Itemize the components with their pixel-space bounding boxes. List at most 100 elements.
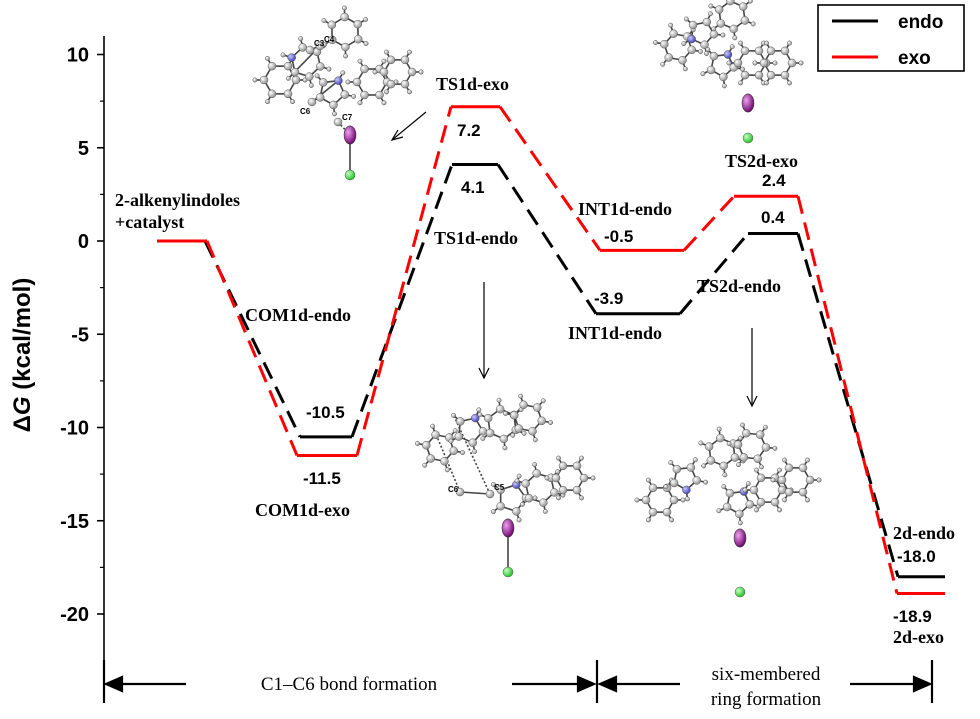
carbon-atom <box>265 55 270 61</box>
carbon-atom <box>267 89 277 99</box>
carbon-atom <box>381 100 387 106</box>
atom-balls <box>634 422 822 598</box>
carbon-atom <box>668 460 674 465</box>
carbon-atom <box>759 58 769 68</box>
carbon-atom <box>455 487 465 497</box>
carbon-atom <box>725 488 735 498</box>
energy-profiles <box>157 105 945 595</box>
carbon-atom <box>305 45 315 55</box>
carbon-atom <box>503 410 508 416</box>
carbon-atom <box>740 66 746 72</box>
carbon-atom <box>496 501 505 511</box>
carbon-atom <box>422 440 431 450</box>
carbon-atom <box>285 75 291 81</box>
nitrogen-atom <box>470 413 480 423</box>
exo-connector <box>796 195 899 594</box>
carbon-atom <box>483 413 493 423</box>
carbon-atom <box>340 12 349 22</box>
carbon-atom <box>363 17 368 22</box>
annotation-ts1d-endo: TS1d-endo <box>434 228 518 248</box>
carbon-atom <box>681 41 687 47</box>
atom-balls <box>653 0 804 144</box>
pointer-arrows <box>390 111 758 408</box>
carbon-atom <box>663 484 669 490</box>
carbon-atom <box>732 35 738 41</box>
carbon-atom <box>706 65 716 75</box>
carbon-atom <box>407 67 417 77</box>
carbon-atom <box>440 457 449 466</box>
nitrogen-atom <box>723 50 733 59</box>
carbon-atom <box>316 62 325 71</box>
arrow-to-ts1d-endo-structure <box>478 282 490 380</box>
carbon-atom <box>755 430 765 439</box>
carbon-atom <box>678 56 687 65</box>
iodine-atom <box>733 528 747 548</box>
chlorine-atom <box>742 132 754 144</box>
iodine-atom <box>741 93 755 113</box>
carbon-atom <box>315 93 325 102</box>
carbon-atom <box>345 79 351 85</box>
value-label-int1d-endo: -3.9 <box>594 289 623 308</box>
nitrogen-atom <box>334 76 343 85</box>
carbon-atom <box>702 17 712 27</box>
carbon-atom <box>764 80 769 86</box>
arrowhead-1-right <box>576 675 597 693</box>
value-label-2d-exo: -18.9 <box>893 607 932 626</box>
carbon-atom <box>648 483 658 493</box>
carbon-atom <box>682 66 688 72</box>
carbon-atom <box>315 41 325 51</box>
annotation-ts2d-exo: TS2d-exo <box>725 151 798 171</box>
carbon-atom <box>641 495 651 505</box>
chlorine-atom <box>502 566 514 578</box>
carbon-atom <box>750 21 756 27</box>
carbon-atom <box>709 51 719 61</box>
annotation-int1d-upper: INT1d-endo <box>578 199 672 219</box>
carbon-atom <box>291 75 301 85</box>
carbon-atom <box>742 487 748 493</box>
legend-label-endo: endo <box>898 12 943 33</box>
carbon-atom <box>524 493 534 503</box>
carbon-atom <box>451 412 457 418</box>
carbon-atom <box>357 58 363 64</box>
endo-connector <box>496 163 598 315</box>
exo-connector <box>682 195 736 252</box>
carbon-atom <box>280 52 286 58</box>
carbon-atom <box>544 475 550 481</box>
carbon-atom <box>298 36 304 42</box>
carbon-atom <box>716 433 725 443</box>
value-label-2d-endo: -18.0 <box>897 547 936 566</box>
carbon-atom <box>512 507 521 516</box>
carbon-atom <box>716 426 722 432</box>
carbon-atom <box>499 434 509 444</box>
carbon-atom <box>669 478 679 488</box>
carbon-atom <box>754 70 764 80</box>
carbon-atom <box>701 463 707 469</box>
carbon-atom <box>749 485 759 495</box>
carbon-atom <box>738 40 743 46</box>
carbon-atom <box>558 461 568 471</box>
carbon-atom <box>709 29 719 39</box>
carbon-atom <box>496 397 502 403</box>
annotation-2d-exo: 2d-exo <box>893 627 944 647</box>
carbon-atom <box>705 47 711 52</box>
carbon-atom <box>485 428 495 438</box>
carbon-atom <box>736 462 742 468</box>
endo-connector <box>678 232 750 315</box>
carbon-atom <box>532 469 541 478</box>
carbon-atom <box>756 473 766 483</box>
carbon-atom <box>496 485 505 495</box>
carbon-atom <box>780 70 790 80</box>
value-label-int1d-exo: -0.5 <box>604 227 633 246</box>
carbon-atom <box>548 420 553 426</box>
nitrogen-atom <box>682 485 691 495</box>
y-tick-label: 0 <box>78 231 89 253</box>
carbon-atom <box>267 61 277 71</box>
carbon-atom <box>719 461 728 471</box>
carbon-atom <box>703 479 709 485</box>
carbon-atom <box>700 40 709 49</box>
carbon-atom <box>333 117 343 127</box>
carbon-atom <box>353 34 363 44</box>
value-label-ts2d-exo: 2.4 <box>762 171 786 190</box>
carbon-atom <box>305 72 314 81</box>
